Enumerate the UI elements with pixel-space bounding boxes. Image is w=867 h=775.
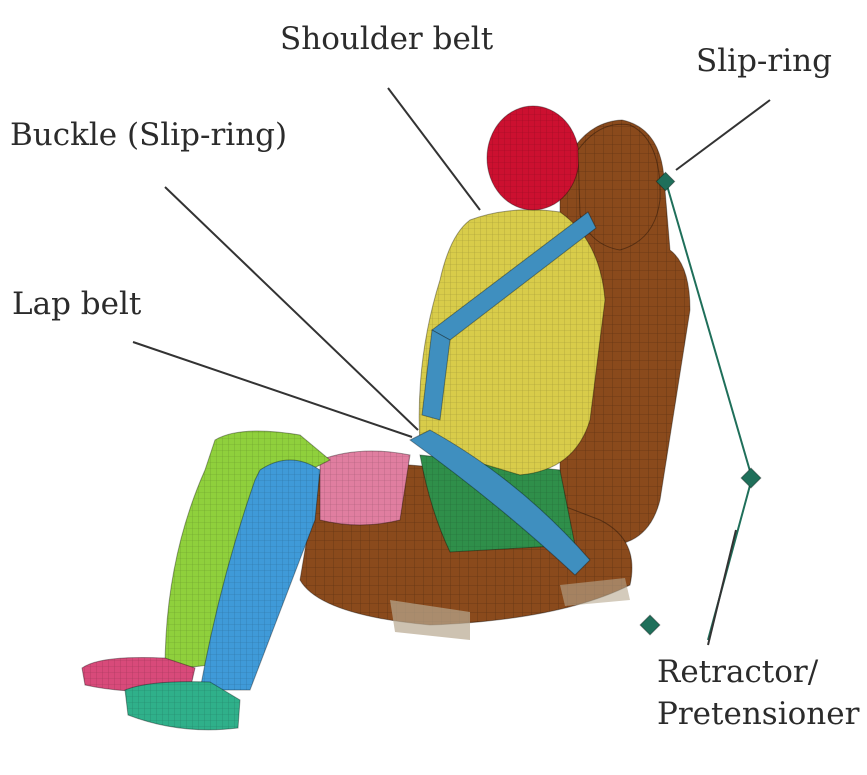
right-thigh — [319, 450, 411, 526]
leader-line-shoulder-belt — [387, 87, 481, 211]
label-shoulder-belt: Shoulder belt — [280, 21, 494, 57]
headrest — [577, 123, 661, 251]
label-buckle: Buckle (Slip-ring) — [10, 117, 288, 153]
label-pretensioner: Pretensioner — [657, 696, 860, 732]
belt-routing-line — [665, 181, 753, 641]
mid-anchor — [740, 467, 762, 489]
label-lap-belt: Lap belt — [12, 286, 142, 322]
leader-line-buckle — [164, 186, 419, 431]
right-leg — [199, 459, 321, 691]
leader-line-slip-ring — [675, 99, 771, 171]
slip-ring-anchor — [655, 171, 676, 192]
torso — [418, 209, 606, 476]
leader-line-retractor — [707, 529, 737, 646]
head — [486, 105, 580, 211]
lap-belt — [409, 429, 591, 576]
right-shoe — [124, 681, 241, 731]
label-slip-ring: Slip-ring — [696, 43, 832, 79]
leader-line-lap-belt — [132, 341, 413, 438]
retractor-anchor — [639, 614, 661, 636]
label-retractor: Retractor/ — [657, 654, 819, 690]
shoulder-belt — [421, 211, 597, 421]
